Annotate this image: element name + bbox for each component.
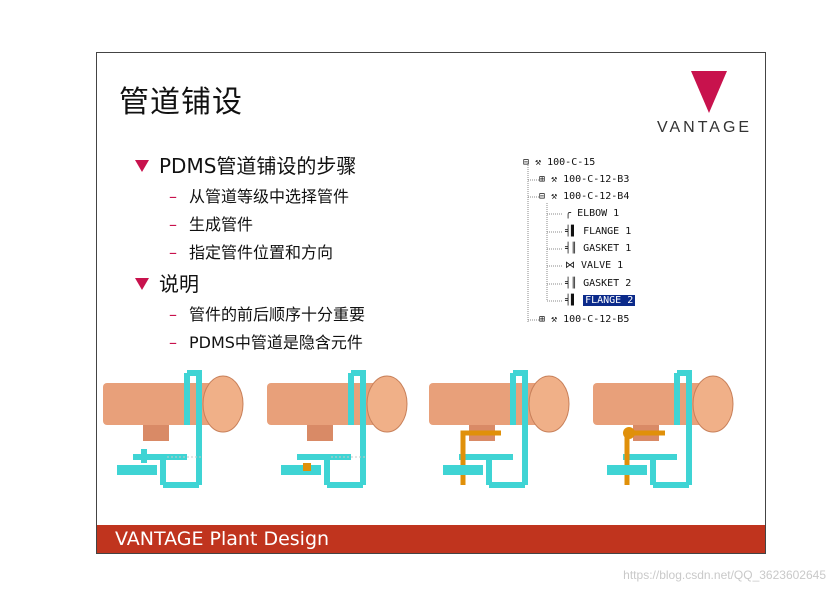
branch-icon: ⚒ [551, 174, 558, 185]
tree-node-label: 100-C-15 [547, 157, 596, 168]
tree-node[interactable]: ╡║ GASKET 2 [565, 276, 631, 292]
tree-node-label: GASKET 2 [583, 278, 632, 289]
tree-node-label: FLANGE 2 [583, 295, 636, 306]
tree-node-label: VALVE 1 [581, 260, 624, 271]
bullet-1-text: PDMS管道铺设的步骤 [159, 154, 357, 178]
tree-node[interactable]: ⊞ ⚒ 100-C-12-B3 [539, 172, 629, 188]
routing-steps-images [103, 365, 761, 515]
gasket-icon: ╡║ [565, 278, 578, 289]
vantage-logo: VANTAGE [653, 69, 763, 139]
sub-bullet-text: 管件的前后顺序十分重要 [189, 305, 366, 324]
sub-bullet-text: 指定管件位置和方向 [189, 243, 334, 262]
tree-node[interactable]: ⊟ ⚒ 100-C-15 [523, 155, 595, 171]
watermark: https://blog.csdn.net/QQ_3623602645 [623, 568, 826, 582]
sub-bullet: –生成管件 [169, 215, 254, 234]
tree-node-label: FLANGE 1 [583, 226, 632, 237]
tree-node[interactable]: ╡║ GASKET 1 [565, 241, 631, 257]
bullet-2: 说明 [135, 267, 365, 301]
bullet-list: PDMS管道铺设的步骤 –从管道等级中选择管件 –生成管件 –指定管件位置和方向… [135, 149, 365, 357]
elbow-icon: ╭ [565, 208, 572, 219]
triangle-bullet-icon [135, 160, 149, 172]
pipe-icon: ⚒ [535, 157, 542, 168]
routing-step-2-image [267, 370, 408, 488]
sub-bullet-text: PDMS中管道是隐含元件 [189, 333, 363, 352]
sub-bullet: –管件的前后顺序十分重要 [169, 305, 366, 324]
tree-node-label: GASKET 1 [583, 243, 632, 254]
bullet-2-text: 说明 [159, 272, 199, 296]
bullet-1: PDMS管道铺设的步骤 [135, 149, 365, 183]
valve-icon: ⋈ [565, 260, 575, 271]
slide-title: 管道铺设 [119, 85, 243, 120]
vantage-triangle-icon [691, 71, 727, 113]
branch-icon: ⚒ [551, 191, 558, 202]
pipe-hierarchy-tree: ⊟ ⚒ 100-C-15 ⊞ ⚒ 100-C-12-B3 ⊟ ⚒ 100-C-1… [523, 149, 693, 329]
flange-icon: ╡▌ [565, 295, 578, 306]
branch-icon: ⚒ [551, 314, 558, 325]
sub-bullet-text: 生成管件 [189, 215, 254, 234]
logo-brand: VANTAGE [657, 119, 753, 136]
expand-toggle-icon[interactable]: ⊞ [539, 314, 546, 325]
footer-bar: VANTAGE Plant Design [97, 525, 765, 553]
flange-icon: ╡▌ [565, 226, 578, 237]
tree-node[interactable]: ⋈ VALVE 1 [565, 258, 623, 274]
routing-step-4-image [593, 370, 734, 488]
collapse-toggle-icon[interactable]: ⊟ [523, 157, 530, 168]
gasket-icon: ╡║ [565, 243, 578, 254]
tree-node-label: 100-C-12-B3 [563, 174, 630, 185]
sub-bullet: –PDMS中管道是隐含元件 [169, 333, 363, 352]
tree-lines [527, 163, 563, 323]
tree-node-selected[interactable]: ╡▌ FLANGE 2 [565, 293, 636, 309]
footer-text: VANTAGE Plant Design [115, 528, 330, 550]
routing-step-1-image [103, 370, 244, 488]
tree-node-label: 100-C-12-B4 [563, 191, 630, 202]
tree-node-label: 100-C-12-B5 [563, 314, 630, 325]
slide: 管道铺设 VANTAGE PDMS管道铺设的步骤 –从管道等级中选择管件 –生成… [96, 52, 766, 554]
tree-node-label: ELBOW 1 [577, 208, 620, 219]
routing-step-3-image [429, 370, 570, 488]
sub-bullet: –从管道等级中选择管件 [169, 187, 350, 206]
tree-node[interactable]: ⊞ ⚒ 100-C-12-B5 [539, 312, 629, 328]
collapse-toggle-icon[interactable]: ⊟ [539, 191, 546, 202]
tree-node[interactable]: ╭ ELBOW 1 [565, 206, 619, 222]
expand-toggle-icon[interactable]: ⊞ [539, 174, 546, 185]
sub-bullet-text: 从管道等级中选择管件 [189, 187, 350, 206]
sub-bullet: –指定管件位置和方向 [169, 243, 334, 262]
tree-node[interactable]: ╡▌ FLANGE 1 [565, 224, 631, 240]
triangle-bullet-icon [135, 278, 149, 290]
tree-node[interactable]: ⊟ ⚒ 100-C-12-B4 [539, 189, 629, 205]
